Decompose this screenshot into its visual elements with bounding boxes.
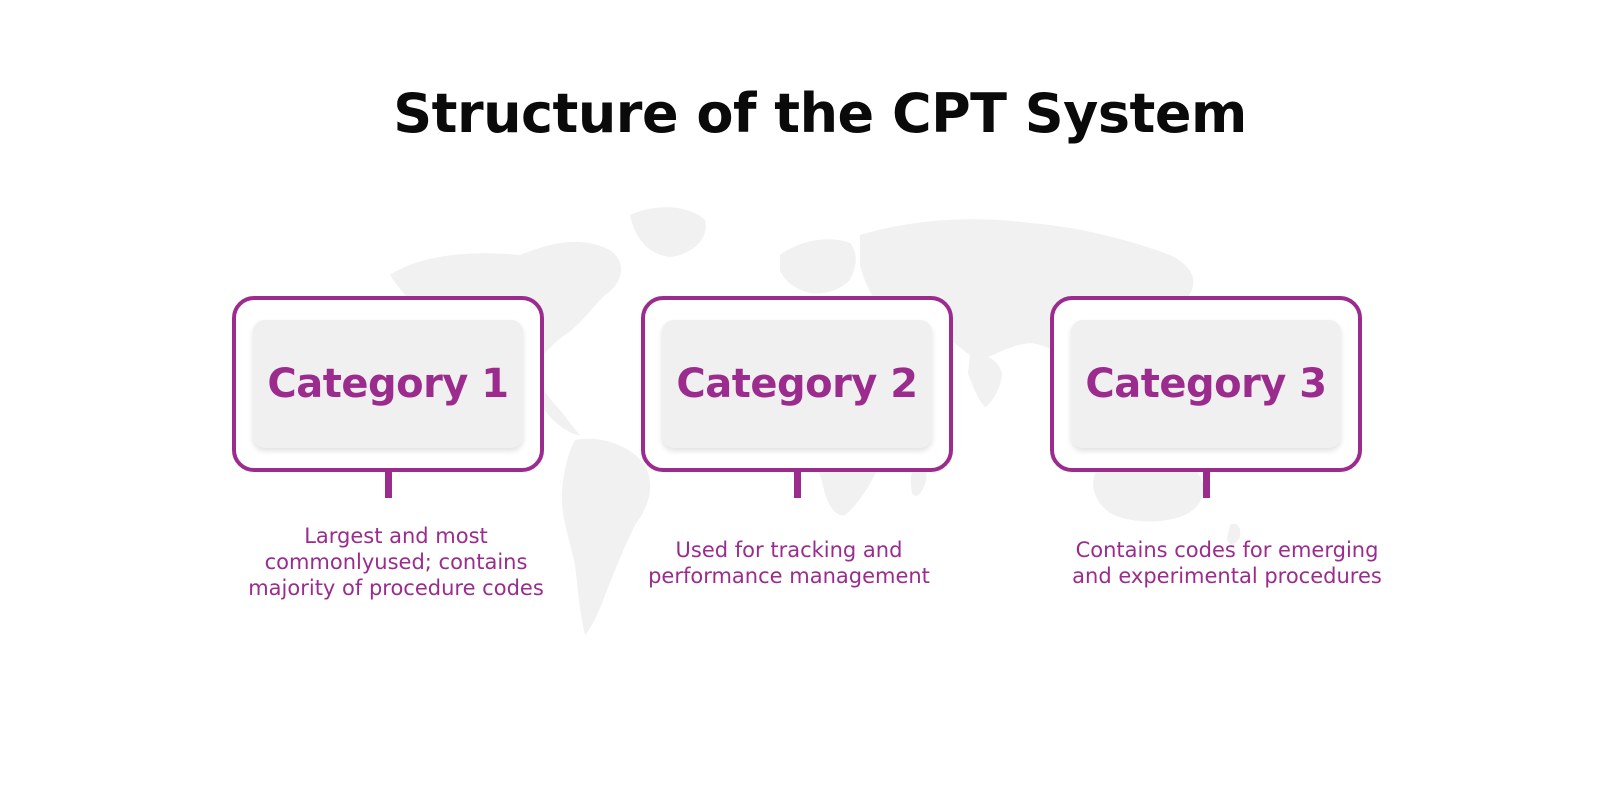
category-2-description: Used for tracking and performance manage… bbox=[609, 537, 969, 589]
category-2-card-inner: Category 2 bbox=[662, 320, 932, 448]
category-1-card-inner: Category 1 bbox=[253, 320, 523, 448]
category-1-description-line: majority of procedure codes bbox=[248, 576, 544, 600]
category-1-label: Category 1 bbox=[267, 361, 509, 407]
page-title: Structure of the CPT System bbox=[393, 82, 1247, 145]
category-3-card-inner: Category 3 bbox=[1071, 320, 1341, 448]
category-3-description-line: and experimental procedures bbox=[1072, 564, 1382, 588]
category-1-connector bbox=[385, 472, 392, 498]
category-1-description: Largest and most commonlyused; contains … bbox=[216, 523, 576, 601]
category-3-description-line: Contains codes for emerging bbox=[1075, 538, 1379, 562]
category-2-card: Category 2 bbox=[641, 296, 953, 472]
category-3-connector bbox=[1203, 472, 1210, 498]
category-1-description-line: commonlyused; contains bbox=[264, 550, 528, 574]
category-1-card: Category 1 bbox=[232, 296, 544, 472]
category-2-connector bbox=[794, 472, 801, 498]
category-2-label: Category 2 bbox=[676, 361, 918, 407]
category-3-card: Category 3 bbox=[1050, 296, 1362, 472]
category-2-description-line: Used for tracking and bbox=[675, 538, 903, 562]
category-1-description-line: Largest and most bbox=[304, 524, 488, 548]
category-3-label: Category 3 bbox=[1085, 361, 1327, 407]
category-3-description: Contains codes for emerging and experime… bbox=[1047, 537, 1407, 589]
category-2-description-line: performance management bbox=[648, 564, 930, 588]
